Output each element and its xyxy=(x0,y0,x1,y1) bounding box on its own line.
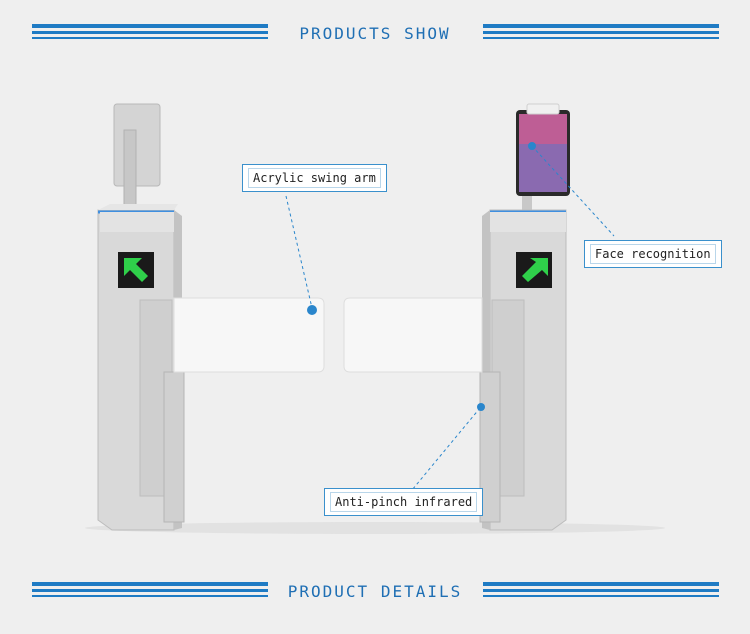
callout-leaders xyxy=(285,145,615,491)
callout-label: Anti-pinch infrared xyxy=(330,492,478,512)
callout-dot-swing-arm xyxy=(307,305,317,315)
swing-arms xyxy=(173,297,483,373)
left-cabinet xyxy=(97,103,185,531)
callout-label: Acrylic swing arm xyxy=(248,168,381,188)
callout-anti-pinch-infrared: Anti-pinch infrared xyxy=(324,488,484,516)
right-stripes xyxy=(483,582,719,600)
right-stripes xyxy=(483,24,719,42)
products-show-band: PRODUCTS SHOW xyxy=(0,18,750,58)
section-title-product-details: PRODUCT DETAILS xyxy=(287,582,463,601)
callout-acrylic-swing-arm: Acrylic swing arm xyxy=(242,164,387,192)
callout-dot-face xyxy=(528,142,536,150)
callout-label: Face recognition xyxy=(590,244,716,264)
product-details-band: PRODUCT DETAILS xyxy=(0,578,750,618)
section-title-products-show: PRODUCTS SHOW xyxy=(299,24,451,43)
callout-face-recognition: Face recognition xyxy=(584,240,722,268)
callout-dot-infrared xyxy=(477,403,485,411)
left-stripes xyxy=(32,582,268,600)
right-cabinet xyxy=(479,103,570,531)
left-stripes xyxy=(32,24,268,42)
